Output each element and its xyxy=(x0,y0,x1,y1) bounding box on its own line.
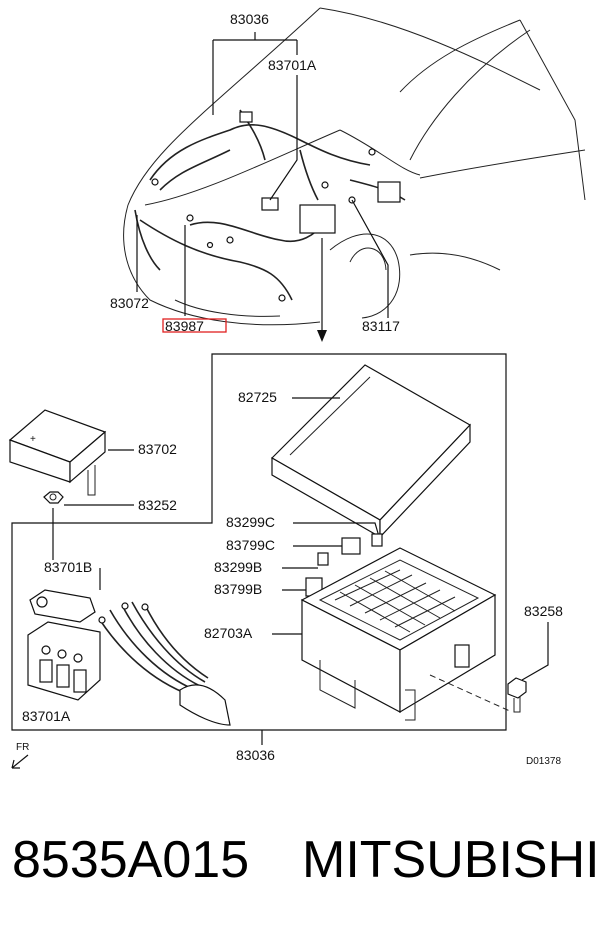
terminal-clamp xyxy=(29,589,96,623)
connector-dot xyxy=(321,181,329,189)
connector-dot xyxy=(226,236,234,244)
nut xyxy=(43,491,64,504)
label-82725: 82725 xyxy=(238,389,277,405)
label-83799B: 83799B xyxy=(214,581,262,597)
label-83036-bottom: 83036 xyxy=(236,747,275,763)
connector xyxy=(261,197,279,211)
label-82703A: 82703A xyxy=(204,625,253,641)
connector xyxy=(377,181,401,203)
label-83299C: 83299C xyxy=(226,514,275,530)
label-83987: 83987 xyxy=(165,318,204,334)
connector-dot xyxy=(278,294,286,302)
vehicle-outline xyxy=(123,7,586,326)
label-83701A-top: 83701A xyxy=(268,57,317,73)
fusible-link xyxy=(27,621,101,701)
label-83799C: 83799C xyxy=(226,537,275,553)
label-83072: 83072 xyxy=(110,295,149,311)
fuse-83299C xyxy=(371,533,383,547)
svg-text:+: + xyxy=(30,434,36,445)
label-83299B: 83299B xyxy=(214,559,262,575)
connector-dot xyxy=(186,214,194,222)
fusebox-cover xyxy=(271,364,471,539)
terminal-cover: + xyxy=(8,409,107,496)
label-83701A-bottom: 83701A xyxy=(22,708,71,724)
label-83117: 83117 xyxy=(362,318,400,334)
arrow-down-icon xyxy=(317,330,327,342)
label-83701B: 83701B xyxy=(44,559,92,575)
label-83252: 83252 xyxy=(138,497,177,513)
brand-name: MITSUBISHI xyxy=(302,831,600,889)
relay-83799C xyxy=(341,537,361,555)
label-83258: 83258 xyxy=(524,603,563,619)
caption: 8535A015 MITSUBISHI xyxy=(0,830,600,910)
engine-harness xyxy=(134,109,406,302)
connector xyxy=(239,111,253,123)
fusebox-connector xyxy=(454,644,470,668)
drawing-code: D01378 xyxy=(526,756,561,767)
connector-dot xyxy=(206,241,214,249)
connector-dot xyxy=(368,148,376,156)
parts-diagram: 83036 83701A 83072 83987 83117 82725 + 8… xyxy=(8,7,586,769)
highlight-box-83987 xyxy=(162,318,227,333)
label-83036-top: 83036 xyxy=(230,11,269,27)
front-arrow-icon xyxy=(11,754,29,769)
detail-frame xyxy=(11,353,507,731)
fusebox-in-bay xyxy=(299,204,336,234)
front-marker-label: FR xyxy=(16,742,29,753)
cable-bundle xyxy=(98,601,231,726)
fusebox-body xyxy=(300,547,497,721)
connector-dot xyxy=(151,178,159,186)
label-83702: 83702 xyxy=(138,441,177,457)
part-number: 8535A015 xyxy=(12,831,250,889)
bolt xyxy=(507,677,527,713)
fuse-83299B xyxy=(317,552,329,566)
